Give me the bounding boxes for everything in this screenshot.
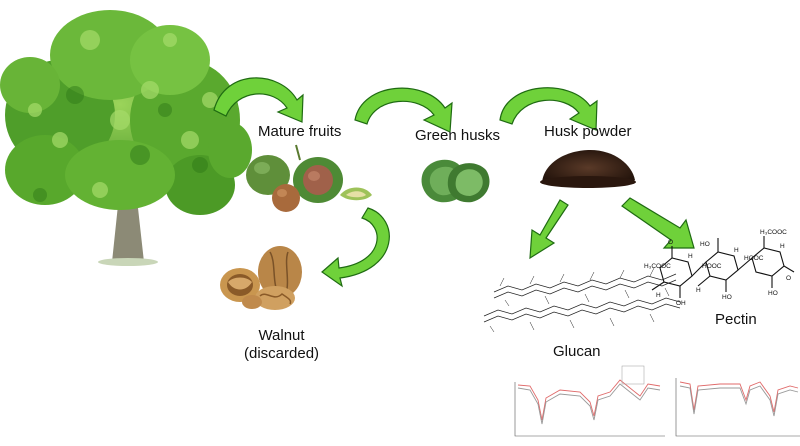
ftir-spectrum-chart bbox=[514, 365, 800, 437]
arrow-fruits-to-walnut bbox=[321, 207, 390, 288]
svg-text:H₃COOC: H₃COOC bbox=[644, 263, 671, 270]
svg-text:H: H bbox=[656, 292, 661, 299]
husk-powder-image bbox=[540, 150, 636, 188]
label-pectin: Pectin bbox=[715, 311, 757, 328]
label-walnut-line2: (discarded) bbox=[244, 345, 320, 362]
svg-text:OH: OH bbox=[676, 300, 686, 307]
svg-text:HO: HO bbox=[722, 294, 732, 301]
label-mature-fruits: Mature fruits bbox=[258, 123, 342, 140]
svg-text:H₃COOC: H₃COOC bbox=[760, 229, 787, 236]
arrow-powder-to-pectin bbox=[621, 197, 695, 249]
svg-text:HOOC: HOOC bbox=[702, 263, 722, 270]
svg-text:HO: HO bbox=[700, 241, 710, 248]
mature-fruits-image bbox=[246, 144, 372, 212]
svg-text:HOOC: HOOC bbox=[744, 255, 764, 262]
green-husks-image bbox=[421, 159, 490, 203]
glucan-structure bbox=[483, 267, 681, 333]
label-husk-powder: Husk powder bbox=[544, 123, 632, 140]
label-walnut-line1: Walnut bbox=[258, 327, 305, 344]
label-glucan: Glucan bbox=[553, 343, 601, 360]
tree-illustration bbox=[0, 10, 252, 266]
svg-text:H: H bbox=[688, 253, 693, 260]
svg-text:H: H bbox=[734, 247, 739, 254]
svg-text:H: H bbox=[780, 243, 785, 250]
arrow-husks-to-powder bbox=[499, 87, 598, 131]
label-green-husks: Green husks bbox=[415, 127, 501, 144]
svg-text:O: O bbox=[668, 239, 673, 246]
svg-text:HO: HO bbox=[768, 290, 778, 297]
arrow-fruits-to-husks bbox=[354, 87, 453, 133]
arrow-tree-to-fruits bbox=[213, 77, 304, 123]
walnut-image bbox=[220, 246, 302, 310]
arrow-powder-to-glucan bbox=[529, 199, 569, 260]
svg-text:H: H bbox=[696, 287, 701, 294]
label-walnut: Walnut (discarded) bbox=[244, 327, 319, 363]
svg-text:O: O bbox=[786, 275, 791, 282]
